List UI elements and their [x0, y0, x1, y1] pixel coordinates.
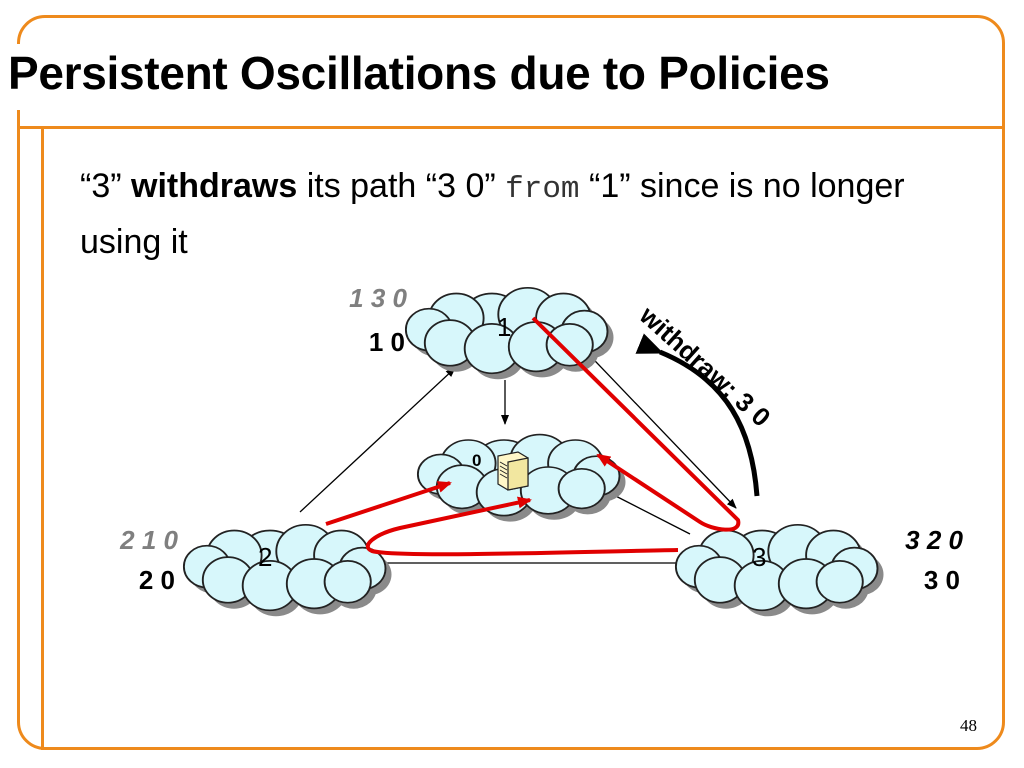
- red-path-2-0: [325, 481, 452, 526]
- node-3-current-path: 3 0: [924, 565, 960, 595]
- node-1-preferred-path: 1 3 0: [349, 283, 407, 313]
- withdraw-label: withdraw: 3 0: [633, 299, 776, 432]
- node-2-current-path: 2 0: [139, 565, 175, 595]
- bullet-part2: its path “3 0”: [297, 167, 506, 205]
- node-0-id: 0: [472, 451, 481, 470]
- slide-frame: [17, 15, 1005, 750]
- title-background: [0, 44, 960, 110]
- link-1-to-3: [574, 339, 737, 509]
- red-path-3-2-0: [365, 496, 679, 557]
- bullet-part3: “1” since is no longer using it: [80, 167, 905, 261]
- side-divider: [41, 126, 44, 750]
- red-path-1-3-0: [531, 316, 741, 532]
- node-3-preferred-path: 3 2 0: [905, 525, 963, 555]
- bullet-bold-word: withdraws: [131, 167, 298, 205]
- slide-title: Persistent Oscillations due to Policies: [8, 47, 830, 99]
- server-icon: [497, 451, 529, 491]
- node-1-current-path: 1 0: [369, 327, 405, 357]
- node-1-id: 1: [497, 312, 511, 342]
- page-number: 48: [960, 716, 977, 735]
- cloud-node-2: [182, 523, 392, 617]
- withdraw-arrow: [635, 333, 760, 497]
- node-2-preferred-path: 2 1 0: [119, 525, 178, 555]
- bullet-code-word: from: [505, 172, 580, 207]
- bullet-text: “3” withdraws its path “3 0” from “1” si…: [80, 160, 960, 268]
- link-2-to-1: [299, 367, 456, 513]
- title-divider: [17, 126, 1005, 129]
- bullet-part1: “3”: [80, 167, 131, 205]
- node-2-id: 2: [258, 542, 272, 572]
- node-3-id: 3: [752, 542, 766, 572]
- cloud-node-3: [674, 523, 884, 617]
